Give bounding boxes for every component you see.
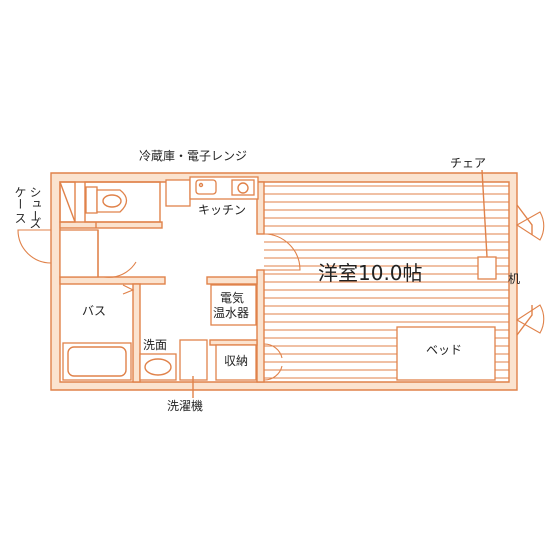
toilet	[84, 181, 161, 228]
heater-label-2: 温水器	[213, 306, 249, 320]
exterior-wall	[50, 172, 518, 391]
entrance-door	[59, 229, 301, 278]
shoes-label-2b: ス	[13, 212, 27, 224]
water-heater-box	[210, 284, 257, 326]
bed-label: ベッド	[426, 343, 462, 357]
bathtub	[62, 284, 135, 381]
shoes-label-1b: ズ	[28, 217, 42, 229]
kitchen-label: キッチン	[198, 203, 246, 217]
desk-label: 机	[508, 272, 520, 286]
washing-machine-space	[179, 339, 208, 381]
chair-label: チェア	[450, 156, 486, 170]
storage-label: 収納	[224, 354, 248, 368]
heater-label-1: 電気	[220, 290, 244, 305]
washbasin	[139, 353, 177, 381]
kitchen-counter	[165, 176, 259, 207]
fridge-range-label: 冷蔵庫・電子レンジ	[139, 149, 247, 163]
shoes-label-2: ケー	[13, 186, 27, 210]
bay-window	[515, 204, 545, 336]
interior-walls	[59, 181, 265, 383]
shoes-label-1: シュー	[28, 186, 42, 222]
bath-label: バス	[82, 304, 106, 318]
western-room-label: 洋室10.0帖	[318, 261, 423, 285]
washing-machine-label: 洗濯機	[167, 398, 203, 413]
washroom-label: 洗面	[143, 338, 167, 352]
bed-furniture	[396, 326, 496, 381]
storage-box	[215, 344, 257, 381]
shoe-closet	[17, 181, 76, 264]
desk-furniture	[477, 256, 497, 280]
